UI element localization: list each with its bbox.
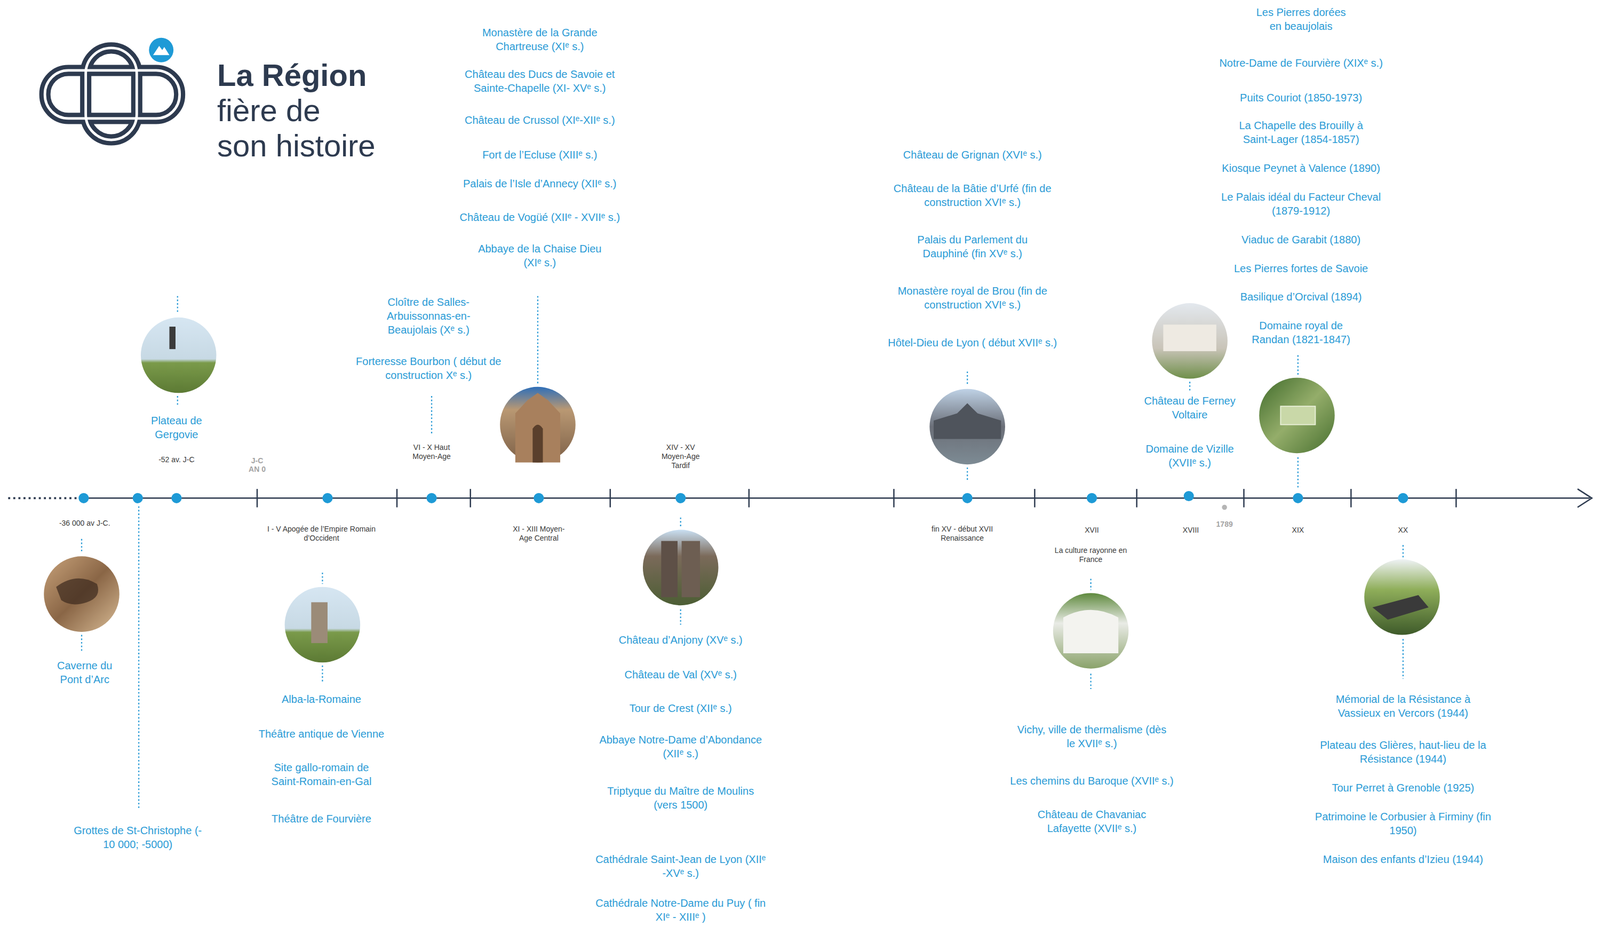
- heritage-site-label: Mémorial de la Résistance à Vassieux en …: [1326, 691, 1480, 720]
- heritage-site-label: Forteresse Bourbon ( début de constructi…: [344, 354, 514, 382]
- heritage-site-label: Viaduc de Garabit (1880): [1241, 232, 1361, 247]
- heritage-site-label: Caverne du Pont d’Arc: [48, 658, 122, 687]
- heritage-site-label: Triptyque du Maître de Moulins (vers 150…: [599, 783, 763, 812]
- heritage-site-label: Site gallo-romain de Saint-Romain-en-Gal: [259, 760, 384, 788]
- period-label: -52 av. J-C: [158, 455, 195, 465]
- heritage-site-label: Fort de l’Ecluse (XIIIᵉ s.): [482, 147, 597, 162]
- heritage-site-label: Monastère royal de Brou (fin de construc…: [888, 283, 1057, 312]
- heritage-site-label: Hôtel-Dieu de Lyon ( début XVIIᵉ s.): [887, 335, 1057, 350]
- period-label: XIV - XV Moyen-Age Tardif: [654, 442, 707, 471]
- heritage-site-label: Château d’Anjony (XVᵉ s.): [618, 632, 743, 647]
- heritage-site-label: Cathédrale Notre-Dame du Puy ( fin XIᵉ -…: [587, 895, 774, 924]
- heritage-site-label: Abbaye Notre-Dame d’Abondance (XIIᵉ s.): [587, 732, 774, 761]
- period-label: VI - X Haut Moyen-Age: [406, 442, 458, 461]
- heritage-site-label: Les Pierres dorées en beaujolais: [1250, 5, 1352, 34]
- period-label: J-C AN 0: [244, 456, 270, 474]
- heritage-site-label: Notre-Dame de Fourvière (XIXᵉ s.): [1219, 56, 1383, 70]
- period-label: XVII: [1084, 525, 1099, 535]
- heritage-site-label: Plateau des Glières, haut-lieu de la Rés…: [1312, 737, 1494, 766]
- period-label: I - V Apogée de l’Empire Romain d’Occide…: [256, 524, 387, 543]
- heritage-site-label: Les chemins du Baroque (XVIIᵉ s.): [1009, 773, 1174, 788]
- heritage-site-label: Château de Grignan (XVIᵉ s.): [903, 147, 1042, 162]
- period-label: XX: [1398, 525, 1409, 535]
- heritage-site-label: Vichy, ville de thermalisme (dès le XVII…: [1015, 722, 1169, 751]
- heritage-site-label: La Chapelle des Brouilly à Saint-Lager (…: [1229, 118, 1373, 147]
- heritage-site-label: Château des Ducs de Savoie et Sainte-Cha…: [449, 67, 631, 95]
- heritage-site-label: Palais de l’Isle d’Annecy (XIIᵉ s.): [463, 176, 617, 191]
- heritage-site-label: Théâtre antique de Vienne: [258, 726, 385, 741]
- heritage-site-label: Tour Perret à Grenoble (1925): [1331, 780, 1475, 795]
- heritage-site-label: Château de la Bâtie d’Urfé (fin de const…: [888, 181, 1057, 210]
- heritage-site-label: Basilique d’Orcival (1894): [1240, 289, 1363, 304]
- heritage-site-label: Théâtre de Fourvière: [271, 811, 372, 826]
- heritage-site-label: Palais du Parlement du Dauphiné (fin XVᵉ…: [901, 232, 1045, 261]
- heritage-site-label: Kiosque Peynet à Valence (1890): [1221, 161, 1381, 175]
- photo-circles: [43, 303, 1440, 669]
- region-logo: [44, 37, 180, 140]
- period-label: fin XV - début XVII Renaissance: [915, 524, 1010, 543]
- title: La Région fière de son histoire: [217, 57, 378, 164]
- heritage-site-label: Puits Couriot (1850-1973): [1239, 90, 1363, 105]
- heritage-site-label: Château de Crussol (XIᵉ-XIIᵉ s.): [464, 113, 616, 127]
- period-label: La culture rayonne en France: [1051, 545, 1131, 564]
- heritage-site-label: Plateau de Gergovie: [135, 413, 218, 442]
- period-label: XVIII: [1182, 525, 1199, 535]
- heritage-site-label: Les Pierres fortes de Savoie: [1234, 261, 1368, 276]
- heritage-site-label: Domaine de Vizille (XVIIᵉ s.): [1133, 441, 1246, 470]
- heritage-site-label: Grottes de St-Christophe (- 10 000; -500…: [66, 823, 210, 851]
- heritage-site-label: Cloître de Salles-Arbuissonnas-en-Beaujo…: [371, 295, 486, 337]
- heritage-site-label: Domaine royal de Randan (1821-1847): [1244, 318, 1357, 347]
- heritage-site-label: Château de Chavaniac Lafayette (XVIIᵉ s.…: [1019, 807, 1165, 835]
- heritage-site-label: Cathédrale Saint-Jean de Lyon (XIIᵉ -XVᵉ…: [592, 852, 769, 880]
- heritage-site-label: Patrimoine le Corbusier à Firminy (fin 1…: [1310, 809, 1496, 838]
- leader-lines: [81, 296, 1404, 809]
- period-label: -36 000 av J-C.: [59, 518, 111, 528]
- heritage-site-label: Le Palais idéal du Facteur Cheval (1879-…: [1208, 189, 1393, 218]
- period-label: XI - XIII Moyen-Age Central: [512, 524, 565, 543]
- timeline-axis: [8, 488, 1592, 510]
- heritage-site-label: Abbaye de la Chaise Dieu (XIᵉ s.): [475, 241, 604, 270]
- heritage-site-label: Alba-la-Romaine: [281, 691, 362, 706]
- period-label: XIX: [1292, 525, 1305, 535]
- heritage-site-label: Maison des enfants d’Izieu (1944): [1323, 852, 1484, 866]
- heritage-site-label: Château de Ferney Voltaire: [1143, 393, 1236, 422]
- heritage-site-label: Tour de Crest (XIIᵉ s.): [629, 701, 732, 715]
- heritage-site-label: Château de Vogüé (XIIᵉ - XVIIᵉ s.): [459, 210, 620, 225]
- heritage-site-label: Monastère de la Grande Chartreuse (XIᵉ s…: [455, 25, 625, 54]
- heritage-site-label: Château de Val (XVᵉ s.): [624, 667, 737, 682]
- period-label: 1789: [1216, 519, 1233, 529]
